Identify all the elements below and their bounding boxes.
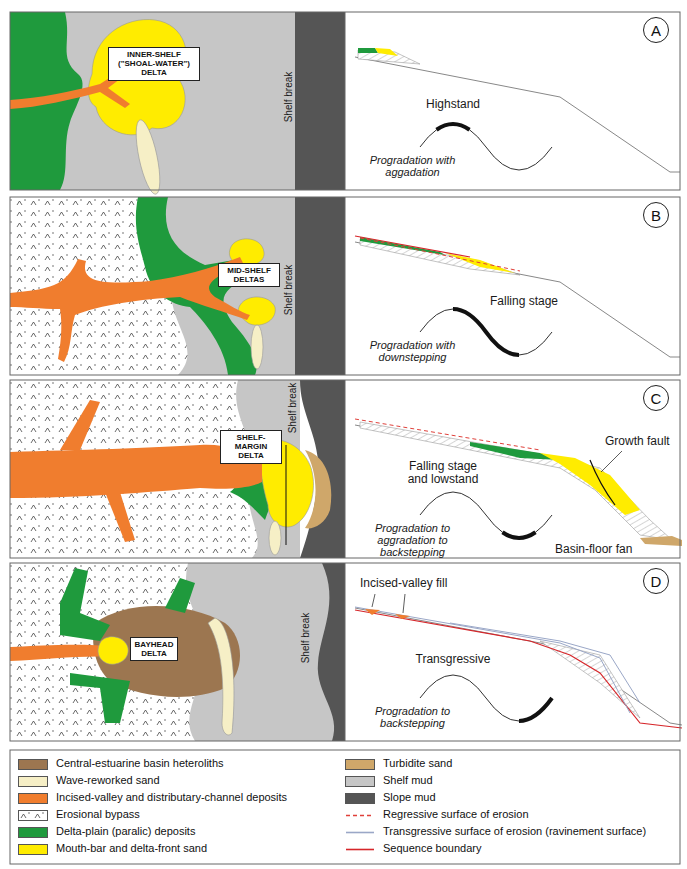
legend-line-sample bbox=[345, 844, 375, 855]
stacking-label: Progradation with downstepping bbox=[360, 339, 465, 363]
node-text: C bbox=[651, 391, 662, 406]
legend-text: Sequence boundary bbox=[383, 842, 675, 856]
legend-swatch bbox=[18, 827, 48, 838]
legend-pattern-sample bbox=[18, 810, 48, 821]
legend-row: Turbidite sand bbox=[345, 757, 675, 771]
callout-label: Incised-valley fill bbox=[360, 577, 447, 590]
shelf-break-label: Shelf break bbox=[283, 265, 294, 316]
legend-swatch bbox=[18, 759, 48, 770]
shelf-break-label: Shelf break bbox=[287, 383, 298, 434]
legend-row: Incised-valley and distributary-channel … bbox=[18, 791, 338, 805]
legend-frame bbox=[10, 750, 680, 864]
legend-swatch bbox=[345, 759, 375, 770]
legend-line-sample bbox=[345, 810, 375, 821]
panel-letter-circle: A bbox=[643, 17, 669, 43]
shelf-break-label: Shelf break bbox=[283, 72, 294, 123]
legend-text: Central-estuarine basin heteroliths bbox=[56, 757, 338, 771]
legend-text: Transgressive surface of erosion (ravine… bbox=[383, 825, 675, 839]
legend-text: Mouth-bar and delta-front sand bbox=[56, 842, 338, 856]
legend-text: Turbidite sand bbox=[383, 757, 675, 771]
legend-text: Wave-reworked sand bbox=[56, 774, 338, 788]
panel-letter-circle: D bbox=[643, 568, 669, 594]
legend-text: Slope mud bbox=[383, 791, 675, 805]
panel-c bbox=[10, 380, 682, 558]
stage-label: Highstand bbox=[413, 98, 493, 111]
panel-letter-circle: C bbox=[643, 385, 669, 411]
callout-label: Basin-floor fan bbox=[555, 543, 632, 556]
legend-text: Erosional bypass bbox=[56, 808, 338, 822]
delta-label-box: SHELF-MARGIN DELTA bbox=[220, 430, 282, 464]
legend-row: Regressive surface of erosion bbox=[345, 808, 675, 822]
shelf-break-label: Shelf break bbox=[300, 613, 311, 664]
legend-text: Regressive surface of erosion bbox=[383, 808, 675, 822]
stage-label: Falling stage bbox=[490, 295, 558, 308]
legend-text: Delta-plain (paralic) deposits bbox=[56, 825, 338, 839]
delta-label-box: BAYHEAD DELTA bbox=[130, 637, 178, 661]
legend-row: Mouth-bar and delta-front sand bbox=[18, 842, 338, 856]
legend-row: Sequence boundary bbox=[345, 842, 675, 856]
legend-swatch bbox=[18, 844, 48, 855]
legend-text: Incised-valley and distributary-channel … bbox=[56, 791, 338, 805]
node-text: SHELF-MARGIN DELTA bbox=[224, 433, 278, 461]
node-text: D bbox=[651, 574, 662, 589]
legend-line-sample bbox=[345, 827, 375, 838]
panel-d bbox=[10, 563, 682, 741]
delta-label-box: INNER-SHELF ("SHOAL-WATER") DELTA bbox=[108, 47, 200, 81]
legend-text: Shelf mud bbox=[383, 774, 675, 788]
legend-swatch bbox=[345, 776, 375, 787]
node-text: MID-SHELF DELTAS bbox=[222, 266, 276, 284]
node-text: B bbox=[651, 208, 661, 223]
legend-swatch bbox=[345, 793, 375, 804]
legend-row: Central-estuarine basin heteroliths bbox=[18, 757, 338, 771]
panel-letter-circle: B bbox=[643, 202, 669, 228]
stacking-label: Progradation to aggradation to backstepp… bbox=[360, 522, 465, 558]
legend-swatch bbox=[18, 776, 48, 787]
legend-row: Delta-plain (paralic) deposits bbox=[18, 825, 338, 839]
legend-row: Slope mud bbox=[345, 791, 675, 805]
callout-label: Growth fault bbox=[605, 435, 670, 448]
stacking-label: Progradation with aggadation bbox=[360, 154, 465, 178]
legend-row: Shelf mud bbox=[345, 774, 675, 788]
panel-b bbox=[10, 197, 680, 375]
legend-swatch bbox=[18, 793, 48, 804]
node-text: A bbox=[651, 23, 661, 38]
node-text: BAYHEAD DELTA bbox=[134, 640, 174, 658]
legend-row: Erosional bypass bbox=[18, 808, 338, 822]
legend-row: Transgressive surface of erosion (ravine… bbox=[345, 825, 675, 839]
legend-row: Wave-reworked sand bbox=[18, 774, 338, 788]
stage-label: Transgressive bbox=[403, 653, 503, 666]
stage-label: Falling stage and lowstand bbox=[398, 460, 488, 486]
node-text: INNER-SHELF ("SHOAL-WATER") DELTA bbox=[112, 50, 196, 78]
stacking-label: Progradation to backstepping bbox=[360, 705, 465, 729]
delta-label-box: MID-SHELF DELTAS bbox=[218, 263, 280, 287]
panel-a bbox=[10, 12, 680, 196]
